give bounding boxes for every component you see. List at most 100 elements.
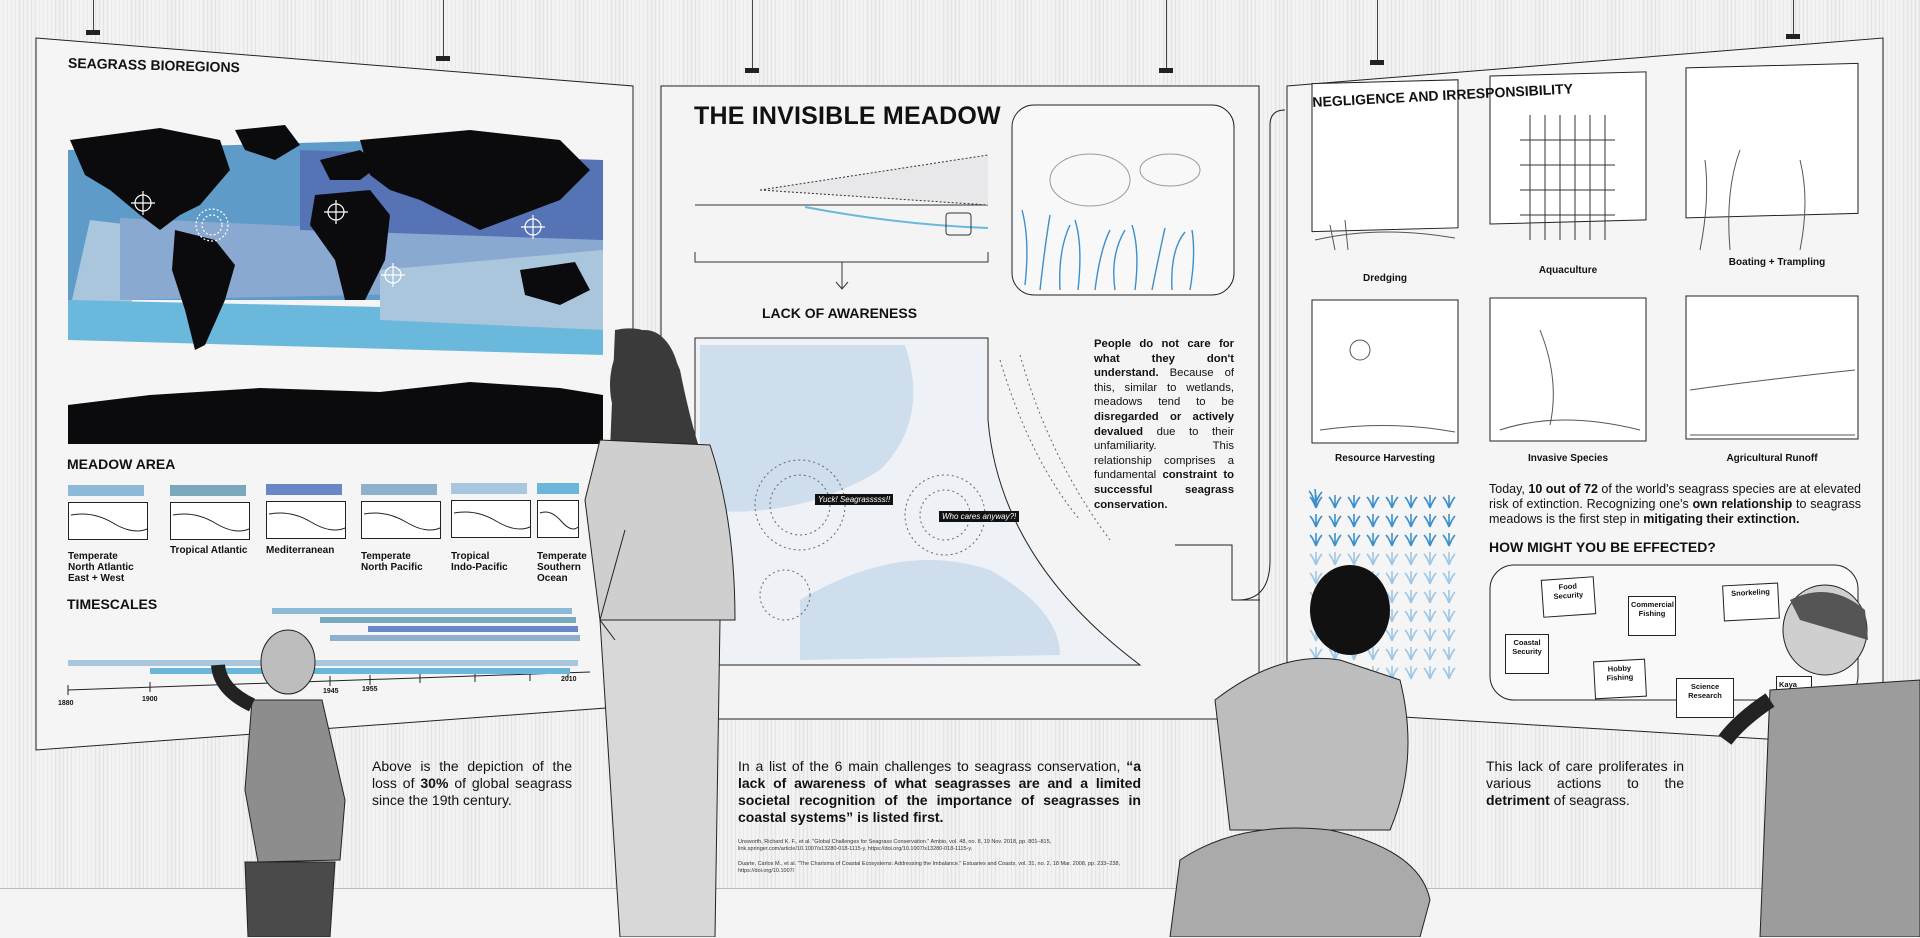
seagrass-species-icon (1328, 552, 1342, 566)
connector-line (1175, 544, 1260, 601)
region-label: Tropical Atlantic (170, 545, 247, 556)
clip (1786, 34, 1800, 39)
sightline-sketch (694, 154, 989, 290)
region-label-line: Mediterranean (266, 545, 335, 556)
seagrass-species-icon (1328, 533, 1342, 547)
child-visitor (211, 629, 346, 937)
seagrass-species-icon (1385, 571, 1399, 585)
sticky-note: Coastal Security (1505, 634, 1549, 674)
threat-frames (1311, 62, 1859, 444)
text-run: to seagrass meadows is the first step in (1489, 497, 1862, 526)
seagrass-species-icon (1347, 533, 1361, 547)
text-run: Above is the depiction of the loss of (372, 758, 572, 791)
text-run: of global seagrass since the 19th centur… (372, 775, 572, 808)
seagrass-species-icon (1442, 647, 1456, 661)
meadow-trend-sparkline (68, 502, 148, 540)
region-swatch (361, 483, 437, 495)
seagrass-species-icon (1442, 666, 1456, 680)
text-run: constraint to successful seagrass conser… (1094, 469, 1234, 511)
seagrass-species-icon (1309, 514, 1323, 528)
seagrass-species-icon (1404, 514, 1418, 528)
seagrass-species-icon (1309, 495, 1323, 509)
seagrass-species-icon (1309, 552, 1323, 566)
seagrass-species-icon (1442, 590, 1456, 604)
text-run: Because of this, similar to wetlands, me… (1094, 367, 1234, 409)
text-run: This lack of care proliferates in variou… (1486, 758, 1684, 791)
text-run: own relationship (1692, 497, 1793, 511)
seagrass-species-icon (1423, 571, 1437, 585)
region-label-line: North Atlantic (68, 562, 134, 573)
seagrass-species-icon (1442, 495, 1456, 509)
seagrass-species-icon (1442, 533, 1456, 547)
caption-lack-of-awareness: In a list of the 6 main challenges to se… (738, 758, 1141, 826)
lack-of-awareness-title: LACK OF AWARENESS (762, 305, 918, 321)
region-label-line: North Pacific (361, 562, 423, 573)
hanging-wire (752, 0, 753, 70)
seagrass-species-icon (1404, 666, 1418, 680)
seagrass-species-icon (1442, 514, 1456, 528)
seagrass-species-icon (1385, 533, 1399, 547)
region-label-line: Ocean (537, 573, 568, 584)
timescale-bar (68, 660, 578, 666)
meadow-area-title: MEADOW AREA (67, 456, 176, 472)
effected-title: HOW MIGHT YOU BE EFFECTED? (1489, 539, 1716, 555)
timescale-bar (320, 617, 576, 623)
meadow-trend-sparkline (266, 501, 346, 539)
region-label-line: East + West (68, 573, 125, 584)
region-label-line: Temperate (68, 551, 118, 562)
hanging-wire (93, 0, 94, 32)
threat-label: Invasive Species (1527, 453, 1609, 464)
seagrass-species-icon (1442, 552, 1456, 566)
seagrass-species-icon (1423, 495, 1437, 509)
text-run: “a lack of awareness of what seagrasses … (738, 758, 1141, 825)
meadow-plan (694, 337, 1142, 666)
text-run: Today, (1489, 482, 1529, 496)
speech-bubble: Yuck! Seagrasssss!! (815, 494, 894, 505)
region-label-line: Temperate (537, 551, 587, 562)
sticky-note: Science Research (1676, 678, 1734, 718)
region-swatch (170, 484, 246, 496)
reference-1: Unsworth, Richard K. F., et al. "Global … (738, 839, 1052, 852)
text-run: detriment (1486, 792, 1550, 808)
seagrass-species-icon (1423, 628, 1437, 642)
hanging-wire (1166, 0, 1167, 70)
region-label-line: Tropical (451, 551, 490, 562)
meadow-trend-sparkline (537, 499, 579, 538)
region-label-line: Tropical Atlantic (170, 545, 248, 556)
region-label: Mediterranean (266, 545, 334, 556)
man-visitor (1718, 584, 1920, 937)
seagrass-species-icon (1366, 552, 1380, 566)
seagrass-species-icon (1347, 495, 1361, 509)
timescale-bar (150, 668, 570, 674)
seagrass-species-icon (1404, 609, 1418, 623)
year-tick: 2010 (561, 676, 577, 683)
seagrass-species-icon (1385, 628, 1399, 642)
threat-label: Aquaculture (1538, 265, 1598, 276)
seagrass-species-icon (1423, 590, 1437, 604)
timescales-title: TIMESCALES (67, 596, 158, 612)
seagrass-species-icon (1309, 533, 1323, 547)
region-swatch (68, 485, 144, 496)
threat-label: Boating + Trampling (1728, 257, 1826, 268)
seagrass-species-icon (1366, 533, 1380, 547)
seagrass-species-icon (1404, 495, 1418, 509)
seagrass-species-icon (1423, 533, 1437, 547)
seagrass-species-icon (1385, 514, 1399, 528)
region-label-line: Indo-Pacific (451, 562, 508, 573)
seagrass-species-icon (1347, 514, 1361, 528)
threat-label: Agricultural Runoff (1726, 453, 1818, 464)
seagrass-species-icon (1442, 571, 1456, 585)
connector-arrow (1237, 109, 1286, 601)
seagrass-species-icon (1366, 495, 1380, 509)
threat-label: Resource Harvesting (1334, 453, 1436, 464)
region-swatch (266, 484, 342, 495)
text-run: of the world's seagrass species are at e… (1489, 482, 1862, 511)
clip (745, 68, 759, 73)
text-run: 30% (420, 775, 449, 791)
awareness-description: People do not care for what they don't u… (1094, 337, 1234, 512)
crouching-visitor (1169, 565, 1431, 937)
seagrass-species-icon (1385, 647, 1399, 661)
seagrass-species-icon (1442, 628, 1456, 642)
hanging-wire (443, 0, 444, 58)
